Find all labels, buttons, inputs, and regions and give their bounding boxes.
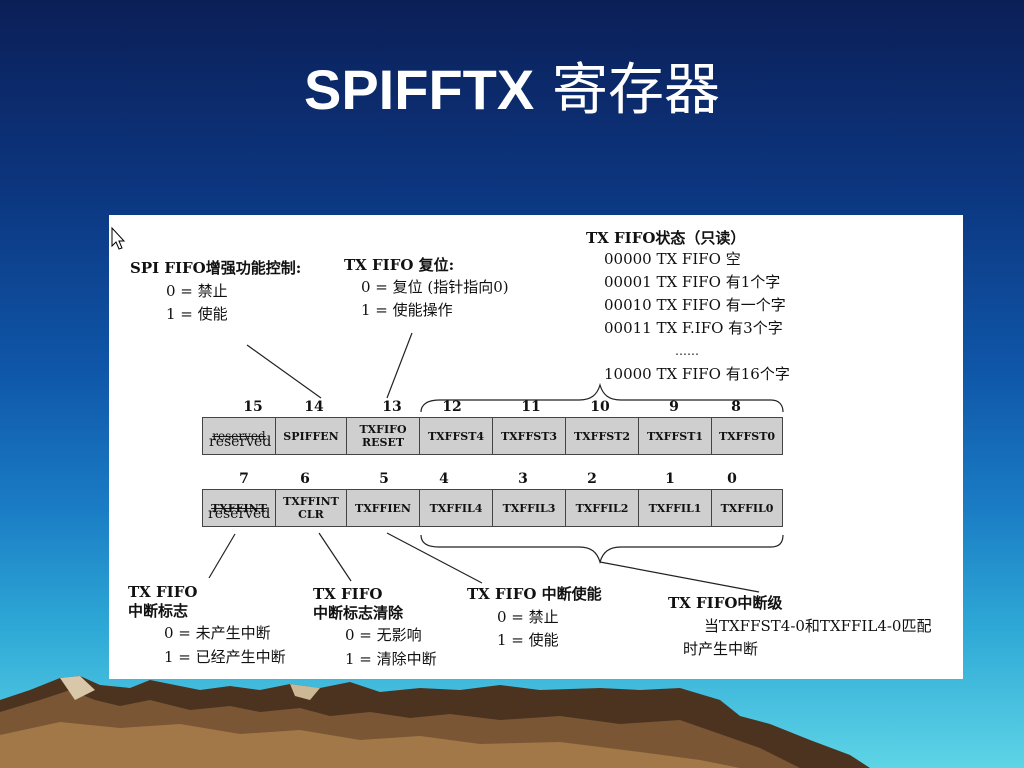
tx-fifo-status-row: 10000 TX FIFO 有16个字 [604,365,790,383]
bit-number: 5 [379,471,389,487]
tx-fifo-reset-option-0: 0 = 复位 (指针指向0) [361,278,509,296]
title-register-word: 寄存器 [552,58,721,123]
int-enable-option-1: 1 = 使能 [497,631,559,649]
register-cell-txffst4: TXFFST4 [419,417,493,455]
leader-level [599,561,760,593]
bit-number: 0 [727,471,737,487]
bit-number: 13 [382,399,402,415]
register-cell-spiffen: SPIFFEN [275,417,347,455]
cell-label-line1: TXFFINT [283,495,339,508]
register-cell-reserved-high: reserved [202,417,276,455]
register-cell-txffil3: TXFFIL3 [492,489,566,527]
spi-fifo-option-1: 1 = 使能 [166,305,228,323]
int-clear-option-0: 0 = 无影响 [345,626,422,644]
bit-number: 6 [300,471,310,487]
bit-number: 4 [439,471,449,487]
bit-number: 1 [665,471,675,487]
bit-number: 7 [239,471,249,487]
tx-fifo-status-row: 00011 TX F.IFO 有3个字 [604,319,783,337]
bit-number: 3 [518,471,528,487]
int-enable-option-0: 0 = 禁止 [497,608,559,626]
leader-int-enable [386,532,483,584]
register-cell-txffst1: TXFFST1 [638,417,712,455]
cell-label: reserved [212,428,266,443]
spi-fifo-heading: SPI FIFO增强功能控制: [130,259,302,277]
slide-title: SPIFFTX 寄存器 [0,55,1024,126]
cell-label-line1: TXFIFO [359,423,407,436]
register-cell-txffil1: TXFFIL1 [638,489,712,527]
cell-label: TXFFST3 [500,429,558,443]
brace-status-bits [420,382,784,413]
register-cell-txffst3: TXFFST3 [492,417,566,455]
bit-number: 15 [243,399,263,415]
tx-fifo-status-heading: TX FIFO状态（只读） [586,229,746,247]
leader-int-flag [208,533,236,579]
register-cell-txffil4: TXFFIL4 [419,489,493,527]
spi-fifo-option-0: 0 = 禁止 [166,282,228,300]
title-register-name: SPIFFTX [303,58,535,121]
tx-fifo-status-row: 00000 TX FIFO 空 [604,250,741,268]
cell-label: TXFFIL3 [502,501,556,515]
cell-label: TXFFIL2 [575,501,629,515]
int-enable-heading: TX FIFO 中断使能 [467,585,602,603]
int-level-heading: TX FIFO中断级 [668,594,783,612]
cell-label: TXFFST2 [573,429,631,443]
cell-label: TXFFIEN [355,501,411,515]
cell-label-line2: RESET [361,436,405,449]
cell-label: TXFFIL1 [648,501,702,515]
reserved-overlay-high: reserved [209,434,272,450]
bit-number: 12 [442,399,462,415]
register-cell-txffien: TXFFIEN [346,489,420,527]
register-cell-txffil2: TXFFIL2 [565,489,639,527]
int-level-desc-2: 时产生中断 [683,640,759,658]
mouse-cursor-icon [111,226,126,250]
int-flag-option-0: 0 = 未产生中断 [164,624,271,642]
register-cell-txffil0: TXFFIL0 [711,489,783,527]
cell-label: TXFFST1 [646,429,704,443]
leader-int-clear [318,532,352,582]
register-cell-txffst2: TXFFST2 [565,417,639,455]
int-clear-heading-2: 中断标志清除 [313,604,404,622]
cell-label: TXFFST0 [718,429,776,443]
bit-number: 9 [669,399,679,415]
tx-fifo-status-row: 00010 TX FIFO 有一个字 [604,296,786,314]
leader-txfifo-reset [386,332,413,399]
register-diagram-panel: SPI FIFO增强功能控制: 0 = 禁止 1 = 使能 TX FIFO 复位… [109,215,963,679]
register-cell-txffst0: TXFFST0 [711,417,783,455]
bit-number: 2 [587,471,597,487]
bit-number: 11 [521,399,541,415]
int-flag-heading-2: 中断标志 [128,602,189,620]
int-clear-option-1: 1 = 清除中断 [345,650,437,668]
tx-fifo-reset-option-1: 1 = 使能操作 [361,301,453,319]
connector-lines [111,226,784,593]
tx-fifo-reset-heading: TX FIFO 复位: [344,256,455,274]
cell-label: TXFFIL4 [429,501,483,515]
tx-fifo-status-ellipsis: …… [675,344,699,358]
brace-level-bits [420,534,784,565]
cell-label: TXFFST4 [427,429,485,443]
int-clear-heading-1: TX FIFO [313,585,383,603]
cell-label-line2: CLR [298,508,324,521]
int-level-desc-1: 当TXFFST4-0和TXFFIL4-0匹配 [704,617,932,635]
cell-label: SPIFFEN [283,429,339,443]
cell-label: TXFFINT [211,501,267,515]
bit-number: 8 [731,399,741,415]
reserved-overlay-low: reserved [208,506,271,522]
int-flag-heading-1: TX FIFO [128,583,198,601]
int-flag-option-1: 1 = 已经产生中断 [164,648,286,666]
register-cell-txfifo-reset: TXFIFO RESET [346,417,420,455]
bit-number: 14 [304,399,324,415]
leader-spiffen [246,344,322,399]
tx-fifo-status-row: 00001 TX FIFO 有1个字 [604,273,781,291]
register-cell-txffint-clr: TXFFINT CLR [275,489,347,527]
register-cell-txffint: TXFFINT [202,489,276,527]
bit-number: 10 [590,399,610,415]
cell-label: TXFFIL0 [720,501,774,515]
